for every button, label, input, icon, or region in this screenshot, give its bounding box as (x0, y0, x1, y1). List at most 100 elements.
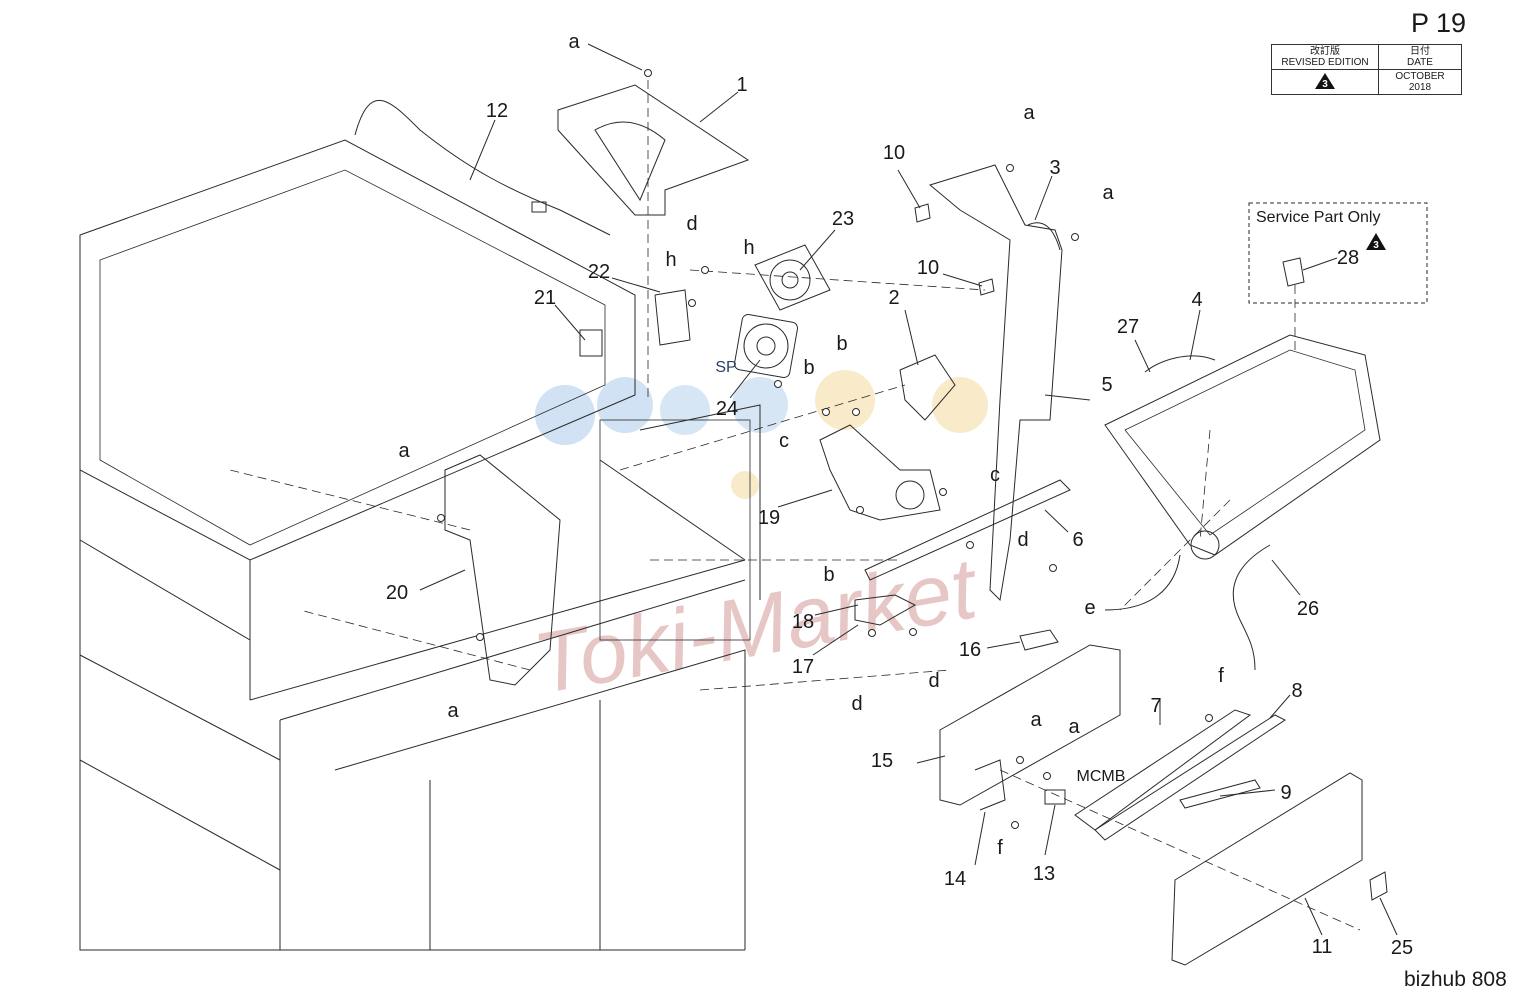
screw-label-c: c (779, 430, 789, 452)
revised-edition-header-en: REVISED EDITION (1281, 57, 1369, 68)
date-year: 2018 (1408, 82, 1432, 93)
screw-marker (856, 506, 864, 514)
screw-label-a: a (568, 31, 580, 53)
part-1-top-cover (557, 84, 750, 216)
part-label-20: 20 (386, 582, 408, 604)
watermark-circle (731, 471, 759, 499)
screw-marker (1205, 714, 1213, 722)
screw-marker (966, 541, 974, 549)
screw-label-a: a (1030, 709, 1042, 731)
model-name: bizhub 808 (1404, 968, 1507, 991)
screw-marker (1043, 772, 1051, 780)
date-value-cell: OCTOBER 2018 (1378, 69, 1462, 95)
part-10-pad (978, 278, 995, 296)
screw-marker (1049, 564, 1057, 572)
date-header-en: DATE (1407, 57, 1433, 68)
part-12-cable (354, 100, 611, 236)
part-label-22: 22 (588, 261, 610, 283)
part-11-front-cover (1171, 772, 1363, 966)
part-3-panel-arm (928, 164, 1063, 602)
part-28-label (1282, 257, 1305, 287)
part-label-28: 28 (1337, 247, 1359, 269)
part-label-9: 9 (1280, 782, 1291, 804)
part-26-cable (1232, 544, 1271, 671)
part-label-3: 3 (1049, 157, 1060, 179)
watermark-text: Toki-Market (527, 540, 986, 713)
screw-marker (822, 408, 830, 416)
date-header-jp: 日付 (1410, 46, 1430, 57)
screw-marker (1071, 233, 1079, 241)
part-label-21: 21 (534, 287, 556, 309)
part-6-rail (864, 479, 1071, 581)
part-10-pad (914, 203, 931, 223)
part-16-label (1019, 629, 1059, 651)
part-label-18: 18 (792, 611, 814, 633)
screw-label-d: d (686, 213, 697, 235)
part-25-label (1369, 871, 1388, 901)
revised-edition-header-jp: 改訂版 (1310, 46, 1340, 57)
speaker-label: SP (715, 359, 736, 376)
part-23-fan (754, 244, 831, 311)
part-label-7: 7 (1150, 695, 1161, 717)
screw-label-a: a (398, 440, 410, 462)
page-number: P 19 (1411, 8, 1467, 38)
screw-marker (644, 69, 652, 77)
part-label-13: 13 (1033, 863, 1055, 885)
part-label-11: 11 (1312, 936, 1333, 958)
part-18-bracket (854, 594, 917, 626)
date-header: 日付 DATE (1378, 44, 1462, 70)
part-label-23: 23 (832, 208, 854, 230)
part-label-10: 10 (883, 142, 905, 164)
part-label-25: 25 (1391, 937, 1413, 959)
part-label-19: 19 (758, 507, 780, 529)
revision-number: 3 (1322, 79, 1328, 90)
screw-label-h: h (665, 249, 676, 271)
part-label-2: 2 (888, 287, 899, 309)
watermark-circle (597, 377, 653, 433)
service-part-box (1248, 202, 1428, 304)
part-label-12: 12 (486, 100, 508, 122)
screw-label-g: a (1068, 716, 1080, 738)
screw-letter-labels: a a a a a a a b b b c c d d d d e f f h … (398, 31, 1224, 859)
watermark: Toki-Market (527, 370, 988, 712)
screw-label-d: d (851, 693, 862, 715)
part-label-10: 10 (917, 257, 939, 279)
part-19-bracket (819, 424, 941, 521)
watermark-circle (815, 370, 875, 430)
part-label-26: 26 (1297, 598, 1319, 620)
screw-marker (1011, 821, 1019, 829)
screw-marker (437, 514, 445, 522)
part-24-speaker (734, 314, 798, 378)
screw-label-d: d (1017, 529, 1028, 551)
board-label: MCMB (1077, 768, 1126, 785)
watermark-circle (535, 385, 595, 445)
screw-label-f: f (1218, 665, 1224, 687)
part-4-control-panel (1104, 334, 1381, 560)
part-15-board (939, 644, 1121, 806)
part-label-8: 8 (1291, 680, 1302, 702)
part-22-bracket (654, 289, 691, 346)
service-part-label: Service Part Only (1256, 209, 1380, 226)
screw-marker (1016, 756, 1024, 764)
screw-marker (852, 408, 860, 416)
screw-label-a: a (1023, 102, 1035, 124)
screw-label-h: h (743, 237, 754, 259)
screw-label-b: b (836, 333, 847, 355)
part-label-15: 15 (871, 750, 893, 772)
revision-triangle-icon: 3 (1315, 72, 1335, 90)
screw-label-a: a (447, 700, 459, 722)
part-12-connector (531, 201, 547, 213)
part-9-plate (1179, 779, 1261, 809)
screw-label-b: b (823, 564, 834, 586)
revised-edition-header: 改訂版 REVISED EDITION (1271, 44, 1379, 70)
part-2-hinge-holder (899, 354, 956, 421)
watermark-circle (660, 385, 710, 435)
part-label-14: 14 (944, 868, 966, 890)
screw-marker (476, 633, 484, 641)
part-27-cable (1144, 355, 1216, 373)
part-14-bracket (974, 759, 1006, 811)
part-21-sensor (579, 329, 603, 357)
part-label-27: 27 (1117, 316, 1139, 338)
part-label-16: 16 (959, 639, 981, 661)
